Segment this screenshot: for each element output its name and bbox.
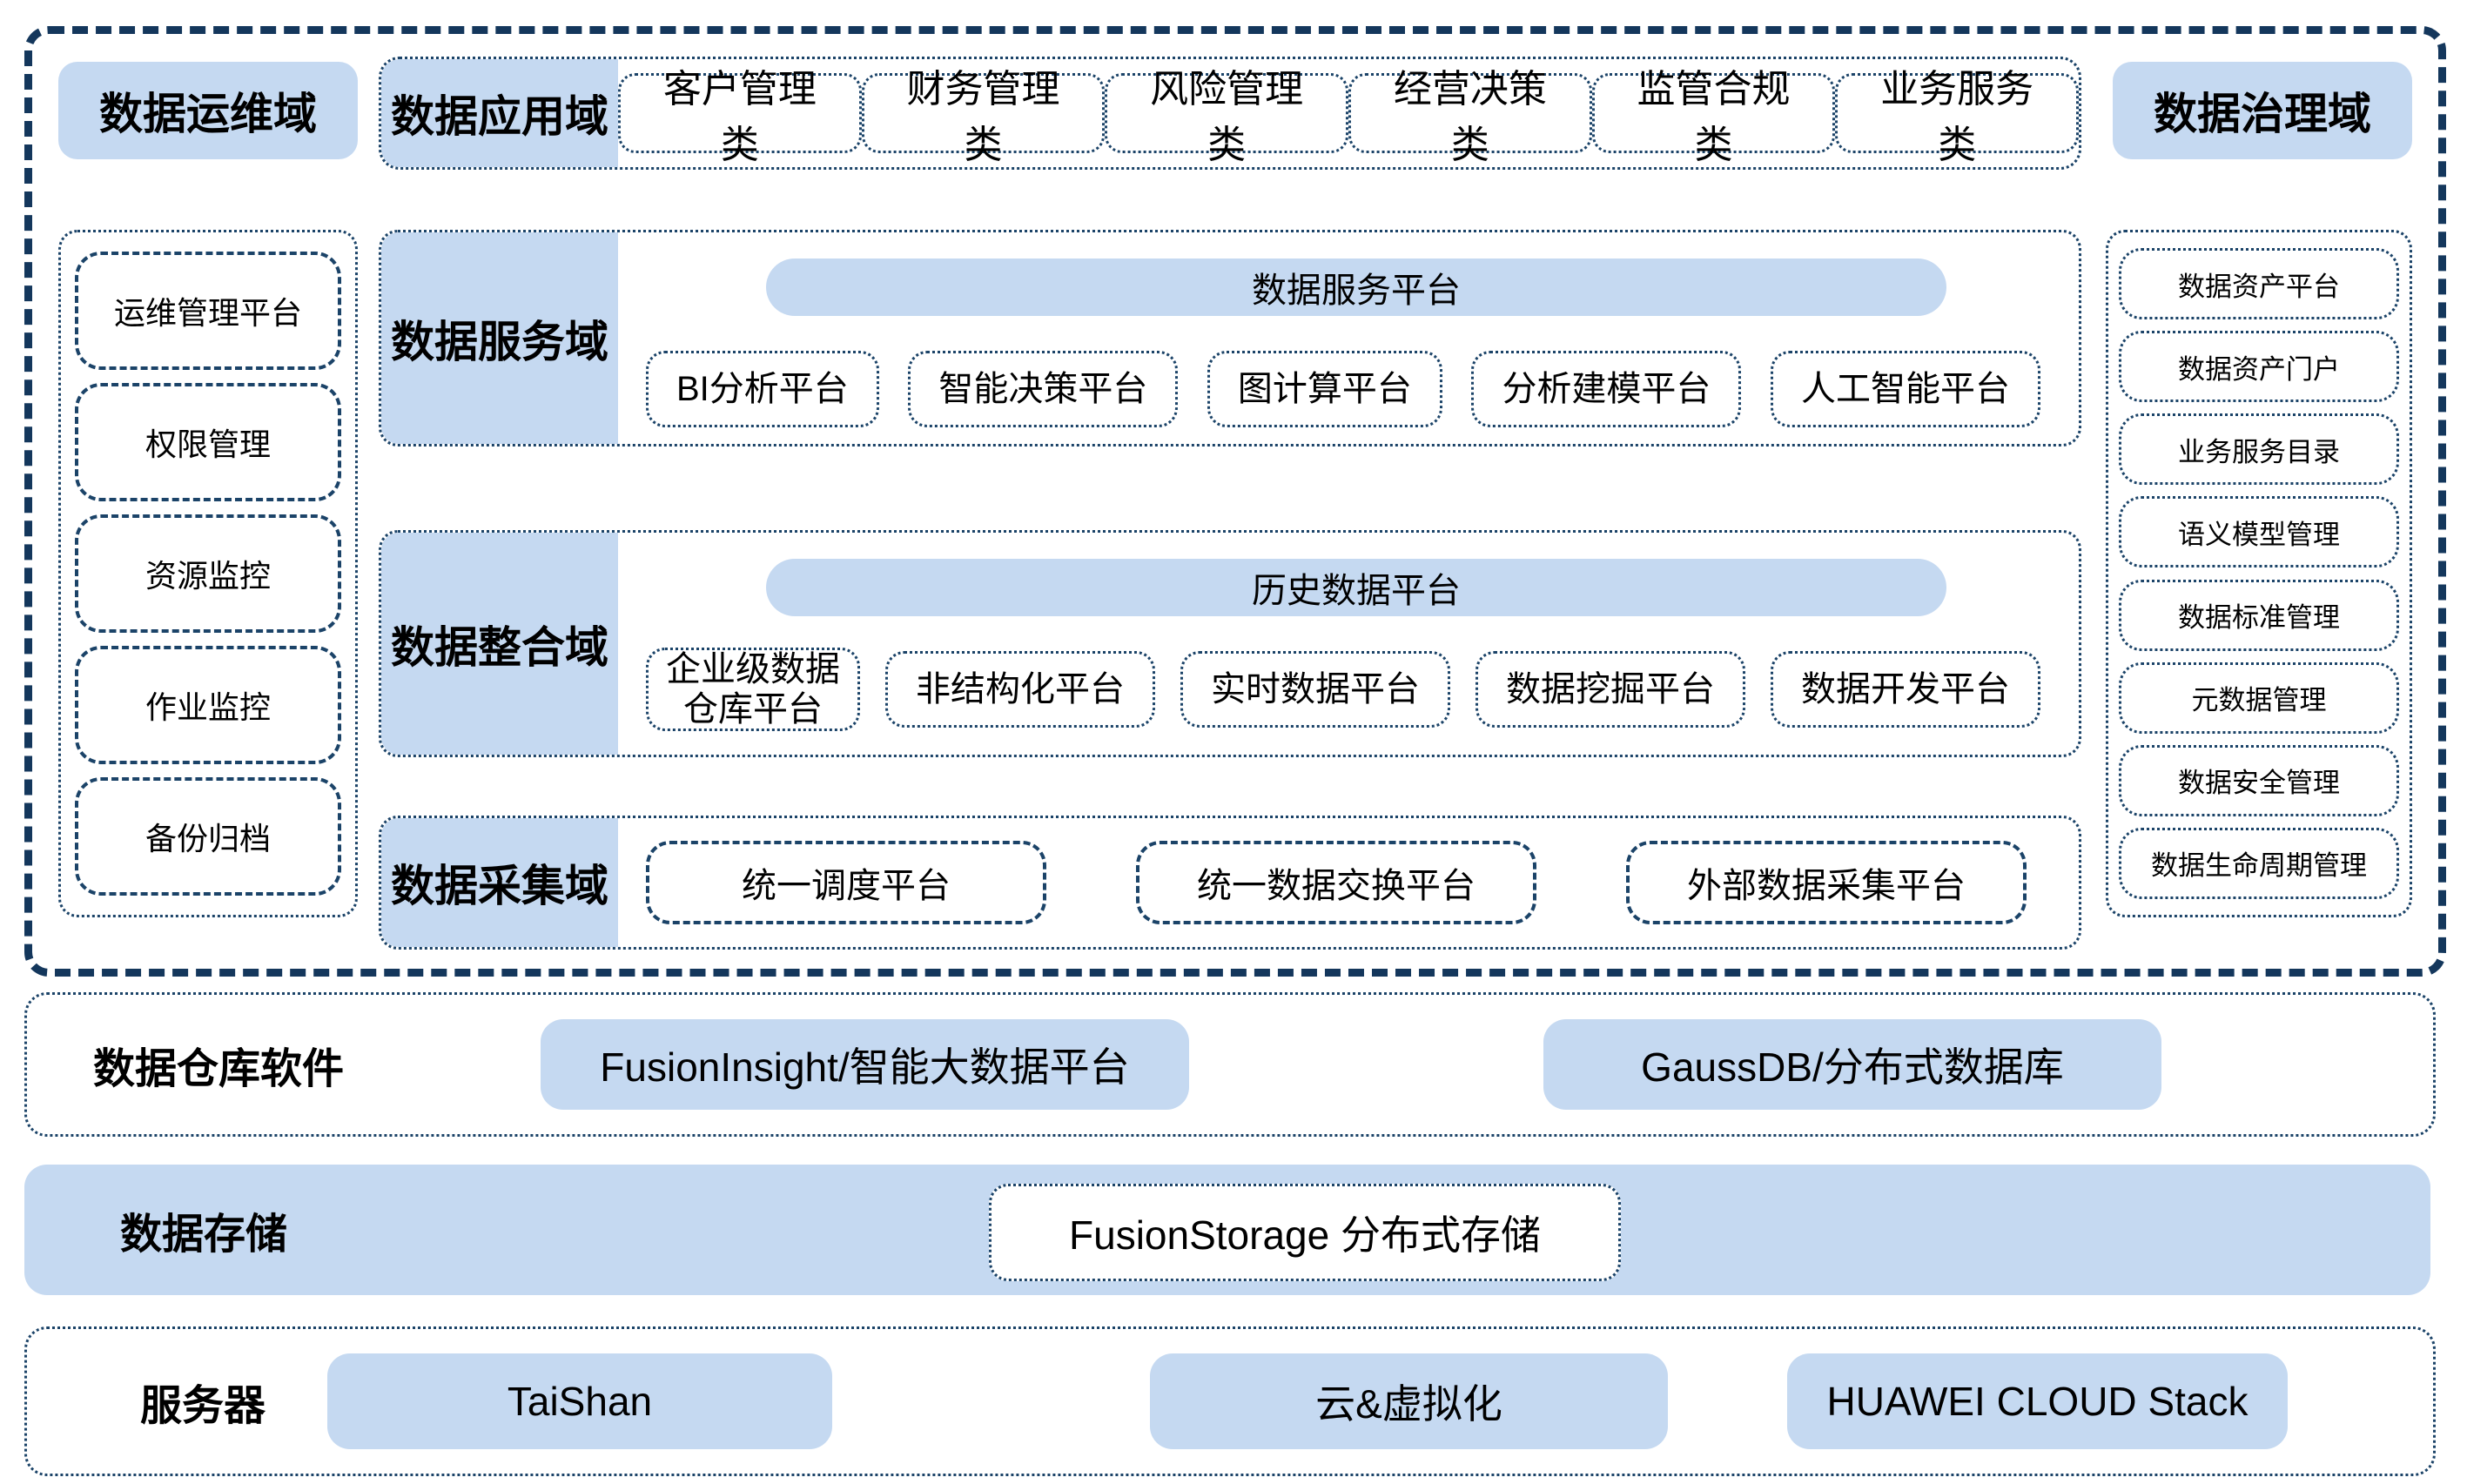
app-category-box: 财务管理类 [861,68,1106,166]
service-platform-box: 图计算平台 [1207,351,1442,427]
gov-platform-box: 数据资产平台 [2119,248,2399,319]
collection-domain-label: 数据采集域 [391,862,608,910]
storage-row: 数据存储 FusionStorage 分布式存储 [24,1165,2430,1295]
ops-platform-box: 运维管理平台 [75,252,341,370]
gaussdb-box: GaussDB/分布式数据库 [1543,1019,2161,1110]
app-domain-header: 数据应用域 [381,59,618,167]
collection-platform-box: 外部数据采集平台 [1626,841,2027,924]
integration-platform-box: 企业级数据仓库平台 [646,648,860,731]
gov-platform-box: 语义模型管理 [2119,496,2399,568]
fusioninsight-box: FusionInsight/智能大数据平台 [541,1019,1189,1110]
integration-domain-label: 数据整合域 [391,622,608,672]
gov-platform-box: 数据资产门户 [2119,331,2399,403]
warehouse-row-label: 数据仓库软件 [93,1046,345,1092]
app-domain-items: 客户管理类 财务管理类 风险管理类 经营决策类 监管合规类 业务服务类 [618,68,2079,166]
gov-platform-box: 业务服务目录 [2119,413,2399,486]
collection-domain-section: 数据采集域 统一调度平台 统一数据交换平台 外部数据采集平台 [379,816,2081,950]
integration-platform-box: 数据开发平台 [1771,651,2040,728]
fusionstorage-box: FusionStorage 分布式存储 [989,1184,1621,1281]
collection-platform-box: 统一调度平台 [646,841,1046,924]
cloud-virtualization-box: 云&虚拟化 [1150,1353,1668,1449]
ops-platform-box: 权限管理 [75,383,341,501]
gov-platform-box: 数据标准管理 [2119,579,2399,651]
integration-platform-box: 实时数据平台 [1180,651,1450,728]
app-category-box: 监管合规类 [1591,68,1836,166]
integration-platform-box: 数据挖掘平台 [1475,651,1745,728]
app-category-box: 业务服务类 [1835,68,2079,166]
platform-architecture-frame: 数据运维域 数据治理域 数据应用域 客户管理类 财务管理类 风险管理类 经营决策… [24,26,2446,977]
service-platform-box: 人工智能平台 [1770,351,2040,427]
app-domain-section: 数据应用域 客户管理类 财务管理类 风险管理类 经营决策类 监管合规类 业务服务… [379,57,2081,170]
ops-platform-box: 作业监控 [75,646,341,764]
server-row: 服务器 TaiShan 云&虚拟化 HUAWEI CLOUD Stack [24,1326,2436,1476]
server-row-label: 服务器 [140,1383,266,1429]
service-domain-section: 数据服务域 数据服务平台 BI分析平台 智能决策平台 图计算平台 分析建模平台 … [379,230,2081,447]
gov-platform-box: 元数据管理 [2119,661,2399,734]
ops-domain-header: 数据运维域 [58,62,358,159]
gov-domain-header: 数据治理域 [2113,62,2412,159]
huawei-cloud-stack-box: HUAWEI CLOUD Stack [1787,1353,2288,1449]
collection-platform-items: 统一调度平台 统一数据交换平台 外部数据采集平台 [646,839,2027,926]
service-platform-box: 分析建模平台 [1471,351,1742,427]
integration-domain-header: 数据整合域 [381,533,618,755]
app-category-box: 经营决策类 [1348,68,1592,166]
service-domain-header: 数据服务域 [381,232,618,444]
app-category-box: 客户管理类 [618,68,862,166]
gov-platform-box: 数据安全管理 [2119,744,2399,816]
storage-row-label: 数据存储 [120,1212,288,1258]
taishan-box: TaiShan [327,1353,832,1449]
integration-platform-items: 企业级数据仓库平台 非结构化平台 实时数据平台 数据挖掘平台 数据开发平台 [646,648,2040,731]
service-platform-box: 智能决策平台 [908,351,1179,427]
gov-platform-box: 数据生命周期管理 [2119,827,2399,899]
ops-domain-label: 数据运维域 [99,90,317,138]
app-domain-label: 数据应用域 [391,92,608,141]
service-platform-banner: 数据服务平台 [766,259,1946,316]
collection-domain-header: 数据采集域 [381,818,618,947]
warehouse-software-row: 数据仓库软件 FusionInsight/智能大数据平台 GaussDB/分布式… [24,992,2436,1137]
service-domain-label: 数据服务域 [391,317,608,366]
history-data-banner: 历史数据平台 [766,559,1946,616]
service-platform-items: BI分析平台 智能决策平台 图计算平台 分析建模平台 人工智能平台 [646,347,2040,431]
gov-domain-label: 数据治理域 [2154,90,2371,138]
ops-platform-box: 资源监控 [75,514,341,633]
ops-domain-panel: 运维管理平台 权限管理 资源监控 作业监控 备份归档 [58,230,358,917]
ops-platform-box: 备份归档 [75,777,341,896]
integration-domain-section: 数据整合域 历史数据平台 企业级数据仓库平台 非结构化平台 实时数据平台 数据挖… [379,530,2081,757]
collection-platform-box: 统一数据交换平台 [1136,841,1536,924]
gov-domain-panel: 数据资产平台 数据资产门户 业务服务目录 语义模型管理 数据标准管理 元数据管理… [2106,230,2412,917]
integration-platform-box: 非结构化平台 [885,651,1155,728]
app-category-box: 风险管理类 [1105,68,1349,166]
service-platform-box: BI分析平台 [646,351,879,427]
